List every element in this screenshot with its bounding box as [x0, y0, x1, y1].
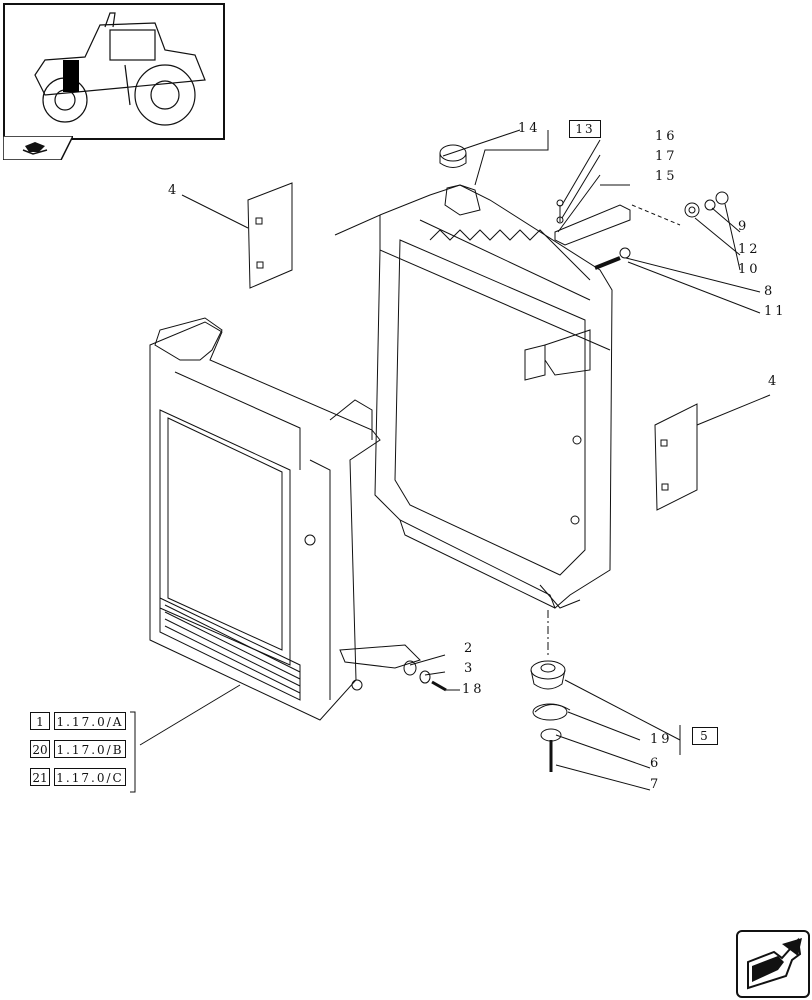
reference-row[interactable]: 21 1.17.0/C [30, 768, 126, 786]
callout-16: 16 [655, 129, 678, 144]
callout-6: 6 [650, 756, 662, 771]
nav-tab[interactable] [3, 136, 73, 160]
callout-11: 11 [764, 304, 787, 319]
callout-5-box[interactable]: 5 [692, 727, 718, 745]
washer-6 [540, 728, 562, 742]
callout-7: 7 [650, 777, 662, 792]
open-book-icon [3, 136, 73, 160]
tractor-thumbnail [3, 3, 225, 140]
reference-code: 1.17.0/C [54, 768, 126, 786]
reference-number: 21 [30, 768, 50, 786]
callout-19: 19 [650, 732, 673, 747]
callout-2: 2 [464, 641, 476, 656]
radiator-body [334, 184, 613, 609]
callout-15: 15 [655, 169, 678, 184]
washer-12 [704, 199, 716, 211]
next-page-button[interactable] [736, 930, 810, 998]
clip-ring [532, 703, 568, 721]
callout-17: 17 [655, 149, 678, 164]
nut-9 [715, 191, 729, 205]
callout-9: 9 [738, 219, 750, 234]
tractor-thumbnail-icon [34, 12, 206, 126]
callout-18: 18 [462, 682, 485, 697]
bracket-15 [554, 204, 631, 246]
sticker-left [247, 182, 293, 289]
reference-number: 20 [30, 740, 50, 758]
highlight-marker [63, 60, 79, 92]
callout-3: 3 [464, 661, 476, 676]
callout-4-right: 4 [768, 374, 780, 389]
intercooler-body [149, 317, 421, 721]
callout-13-box[interactable]: 13 [569, 120, 601, 138]
reference-number: 1 [30, 712, 50, 730]
callout-14: 14 [518, 121, 541, 136]
nut-10 [684, 202, 700, 218]
reference-row[interactable]: 1 1.17.0/A [30, 712, 126, 730]
callout-8: 8 [764, 284, 776, 299]
reference-code: 1.17.0/A [54, 712, 126, 730]
callout-10: 10 [738, 262, 761, 277]
next-page-arrow-icon [747, 937, 802, 990]
sticker-right [654, 403, 698, 511]
callout-12: 12 [738, 242, 761, 257]
callout-4-left: 4 [168, 183, 180, 198]
reference-code: 1.17.0/B [54, 740, 126, 758]
reference-row[interactable]: 20 1.17.0/B [30, 740, 126, 758]
